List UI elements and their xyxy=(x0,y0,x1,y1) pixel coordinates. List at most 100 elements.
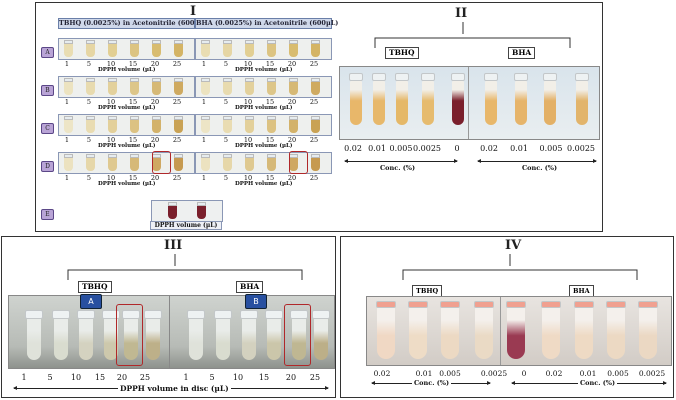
tube xyxy=(201,80,210,95)
tube-cap xyxy=(484,73,498,81)
conc-label: 0.01 xyxy=(415,369,433,378)
tube-cap xyxy=(64,78,73,82)
tube xyxy=(223,118,232,133)
tube-cap xyxy=(223,78,232,82)
panel-iii-badge-a: A xyxy=(80,294,102,309)
volume-label: 15 xyxy=(128,60,138,68)
volume-label: 15 xyxy=(128,98,138,106)
row-a-caption: DPPH volume (µL) xyxy=(235,67,293,73)
panel-iv-conc-right: Conc. (%) xyxy=(578,379,618,387)
panel-ii-photo xyxy=(339,66,600,140)
conc-label: 0.02 xyxy=(373,369,391,378)
row-a-caption: DPPH volume (µL) xyxy=(98,67,156,73)
tube xyxy=(485,81,497,125)
tube xyxy=(245,156,254,171)
volume-label: 25 xyxy=(309,174,319,182)
tube-cap xyxy=(289,78,298,82)
volume-label: 5 xyxy=(223,98,229,106)
tube xyxy=(152,118,161,133)
panel-ii-bha-label: BHA xyxy=(508,47,536,59)
panel-ii-tbhq-label: TBHQ xyxy=(385,47,419,59)
tube-cap xyxy=(86,154,95,158)
conc-label: 0.005 xyxy=(389,144,413,153)
bha-header: BHA (0.0025%) in Acetonitrile (600µL) xyxy=(195,18,339,29)
volume-label: 10 xyxy=(243,98,253,106)
volume-label: 20 xyxy=(150,98,160,106)
volume-label: 1 xyxy=(64,98,70,106)
volume-label: 20 xyxy=(150,136,160,144)
volume-label: 10 xyxy=(243,60,253,68)
conc-label: 0.0025 xyxy=(480,369,508,378)
tube xyxy=(174,118,183,133)
row-d-tbhq-strip xyxy=(58,152,195,174)
conc-label: 0.02 xyxy=(344,144,362,153)
tube-cap xyxy=(152,40,161,44)
tube-cap xyxy=(144,310,162,319)
volume-label: 1 xyxy=(201,60,207,68)
tube-cap xyxy=(267,116,276,120)
tube xyxy=(242,318,256,360)
tube xyxy=(311,42,320,57)
tube-cap xyxy=(349,73,363,81)
volume-label: 25 xyxy=(172,174,182,182)
panel-iii-highlight-a xyxy=(116,304,143,366)
tube-cap xyxy=(440,301,460,308)
tube xyxy=(174,156,183,171)
tube-cap xyxy=(575,73,589,81)
tube xyxy=(289,118,298,133)
panel-ii-title: II xyxy=(455,6,468,21)
volume-label: 5 xyxy=(86,98,92,106)
panel-i-container: TBHQ (0.0025%) in Acetonitrile (600µL) B… xyxy=(38,18,338,230)
tube xyxy=(267,318,281,360)
tube-cap xyxy=(311,154,320,158)
volume-label: 15 xyxy=(94,373,106,382)
conc-label: 0.005 xyxy=(439,369,461,378)
tube-cap xyxy=(77,310,95,319)
panel-ii-divider xyxy=(468,67,469,139)
volume-label: 5 xyxy=(223,60,229,68)
row-label-e: E xyxy=(41,209,54,220)
row-d-caption: DPPH volume (µL) xyxy=(98,181,156,187)
tube-cap xyxy=(267,40,276,44)
volume-label: 10 xyxy=(106,136,116,144)
tube xyxy=(267,42,276,57)
tube xyxy=(314,318,328,360)
tube xyxy=(201,42,210,57)
volume-label: 15 xyxy=(258,373,270,382)
tube xyxy=(422,81,434,125)
tube-cap xyxy=(108,154,117,158)
tube xyxy=(152,156,161,171)
tube-cap xyxy=(130,154,139,158)
conc-label: 0.0025 xyxy=(413,144,441,153)
tube xyxy=(289,80,298,95)
conc-label: 0.0025 xyxy=(567,144,595,153)
tube xyxy=(639,307,657,359)
tube xyxy=(575,307,593,359)
tube xyxy=(267,80,276,95)
tube xyxy=(86,118,95,133)
tube-cap xyxy=(201,78,210,82)
tube xyxy=(607,307,625,359)
panel-iii-tbhq-label: TBHQ xyxy=(78,281,112,293)
panel-ii-arrow-left xyxy=(344,159,458,163)
tube-cap xyxy=(223,154,232,158)
panel-iii-divider xyxy=(169,296,170,368)
row-e-caption: DPPH volume (µL) xyxy=(150,221,222,230)
row-c-caption: DPPH volume (µL) xyxy=(98,143,156,149)
volume-label: 5 xyxy=(86,136,92,144)
row-b-tbhq-strip xyxy=(58,76,195,98)
tube xyxy=(475,307,493,359)
tube xyxy=(267,118,276,133)
tube xyxy=(146,318,160,360)
tube xyxy=(86,42,95,57)
tube-cap xyxy=(214,310,232,319)
tube-cap xyxy=(289,40,298,44)
volume-label: 10 xyxy=(106,174,116,182)
tube-cap xyxy=(245,78,254,82)
volume-label: 1 xyxy=(21,373,27,382)
tube xyxy=(576,81,588,125)
conc-label: 0.005 xyxy=(607,369,629,378)
